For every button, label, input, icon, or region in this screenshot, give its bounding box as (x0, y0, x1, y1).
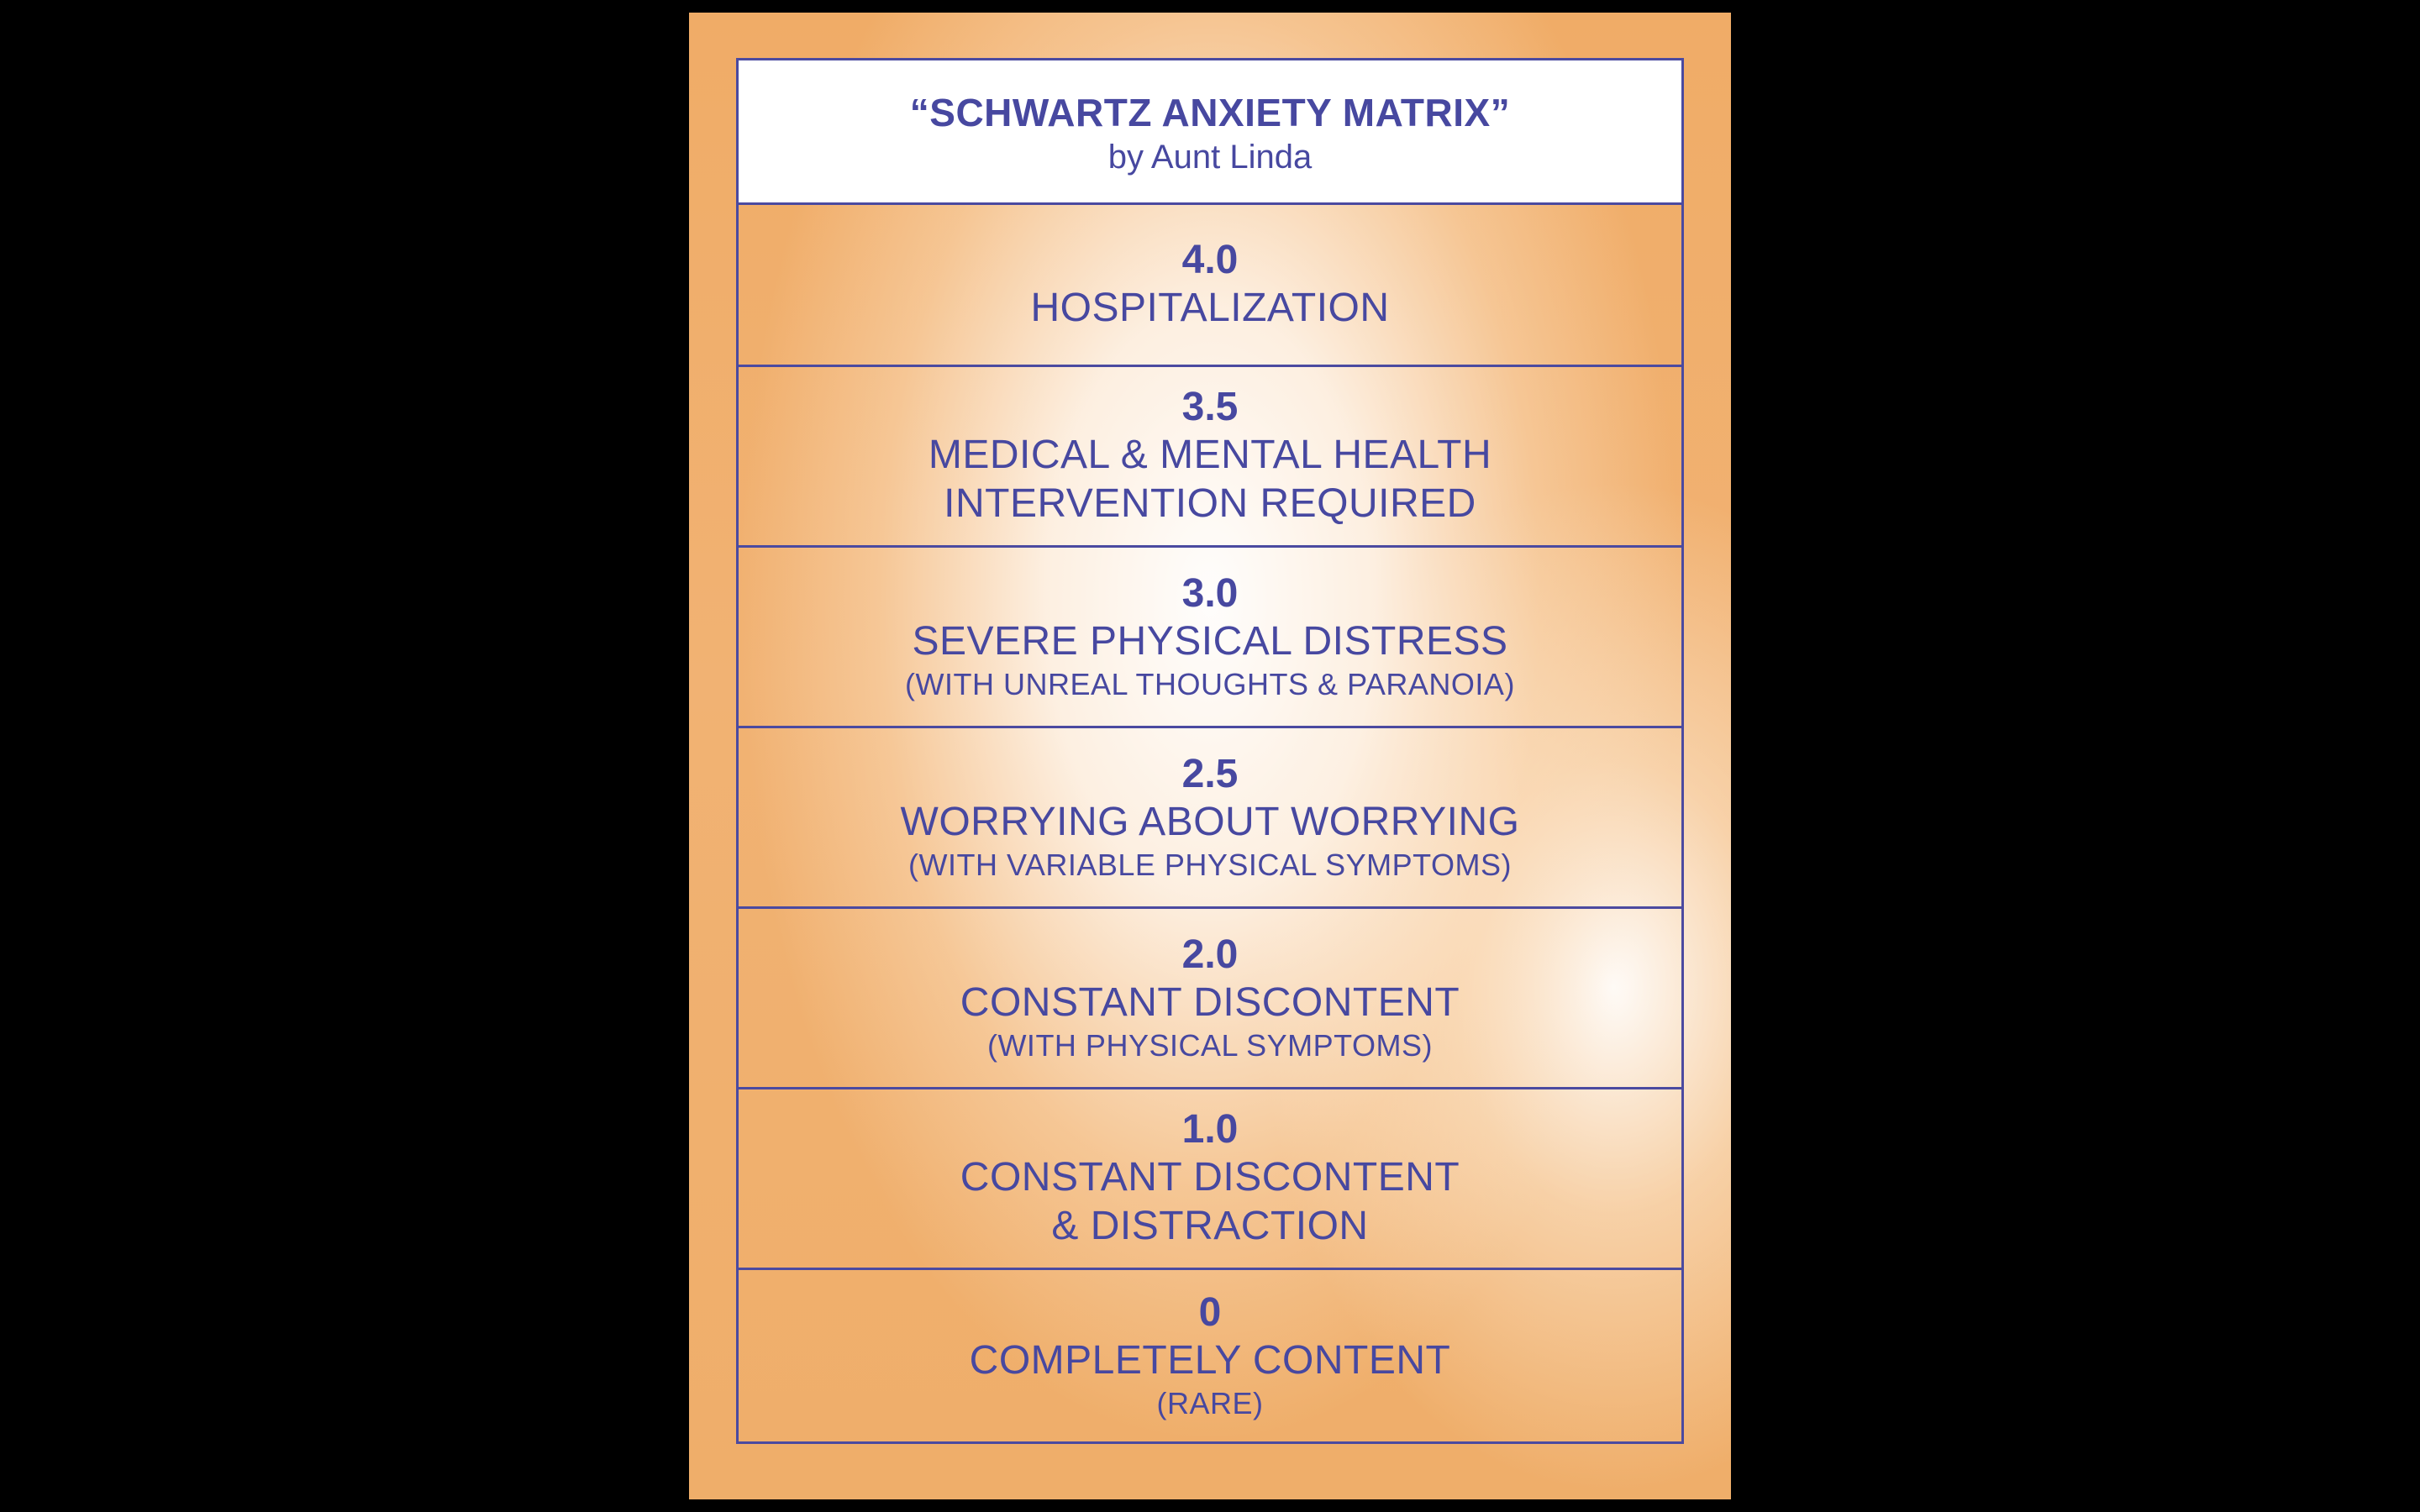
level-label: CONSTANT DISCONTENT (960, 1155, 1460, 1200)
level-value: 2.5 (1181, 752, 1239, 796)
level-value: 3.5 (1181, 385, 1239, 429)
matrix-card: “SCHWARTZ ANXIETY MATRIX” by Aunt Linda … (689, 13, 1731, 1499)
close-quote: ” (1490, 90, 1511, 134)
level-label: HOSPITALIZATION (1030, 286, 1390, 330)
level-row-1-0: 1.0 CONSTANT DISCONTENT & DISTRACTION (739, 1089, 1681, 1270)
level-label: WORRYING ABOUT WORRYING (900, 800, 1520, 844)
level-value: 1.0 (1181, 1107, 1239, 1152)
level-value: 3.0 (1181, 571, 1239, 616)
level-note: (RARE) (1156, 1386, 1264, 1420)
level-row-3-5: 3.5 MEDICAL & MENTAL HEALTH INTERVENTION… (739, 367, 1681, 548)
level-label-line-2: INTERVENTION REQUIRED (944, 481, 1476, 526)
level-label: MEDICAL & MENTAL HEALTH (928, 433, 1492, 477)
level-value: 4.0 (1181, 238, 1239, 282)
level-value: 0 (1198, 1290, 1222, 1335)
matrix-title: “SCHWARTZ ANXIETY MATRIX” (910, 90, 1510, 135)
level-row-3-0: 3.0 SEVERE PHYSICAL DISTRESS (WITH UNREA… (739, 548, 1681, 728)
level-row-4-0: 4.0 HOSPITALIZATION (739, 205, 1681, 367)
level-label-line-2: & DISTRACTION (1051, 1204, 1369, 1248)
level-note: (WITH UNREAL THOUGHTS & PARANOIA) (905, 667, 1515, 701)
level-note: (WITH VARIABLE PHYSICAL SYMPTOMS) (908, 848, 1512, 882)
open-quote: “ (909, 90, 930, 134)
matrix-title-text: SCHWARTZ ANXIETY MATRIX (929, 90, 1491, 134)
level-note: (WITH PHYSICAL SYMPTOMS) (986, 1028, 1434, 1063)
level-value: 2.0 (1181, 932, 1239, 977)
level-label: COMPLETELY CONTENT (969, 1338, 1451, 1383)
level-row-0: 0 COMPLETELY CONTENT (RARE) (739, 1270, 1681, 1441)
level-label: CONSTANT DISCONTENT (960, 980, 1460, 1025)
matrix-header: “SCHWARTZ ANXIETY MATRIX” by Aunt Linda (739, 60, 1681, 205)
level-label: SEVERE PHYSICAL DISTRESS (912, 619, 1508, 664)
matrix-byline: by Aunt Linda (1107, 138, 1313, 176)
anxiety-matrix-table: “SCHWARTZ ANXIETY MATRIX” by Aunt Linda … (736, 58, 1684, 1444)
level-row-2-0: 2.0 CONSTANT DISCONTENT (WITH PHYSICAL S… (739, 909, 1681, 1089)
level-row-2-5: 2.5 WORRYING ABOUT WORRYING (WITH VARIAB… (739, 728, 1681, 909)
